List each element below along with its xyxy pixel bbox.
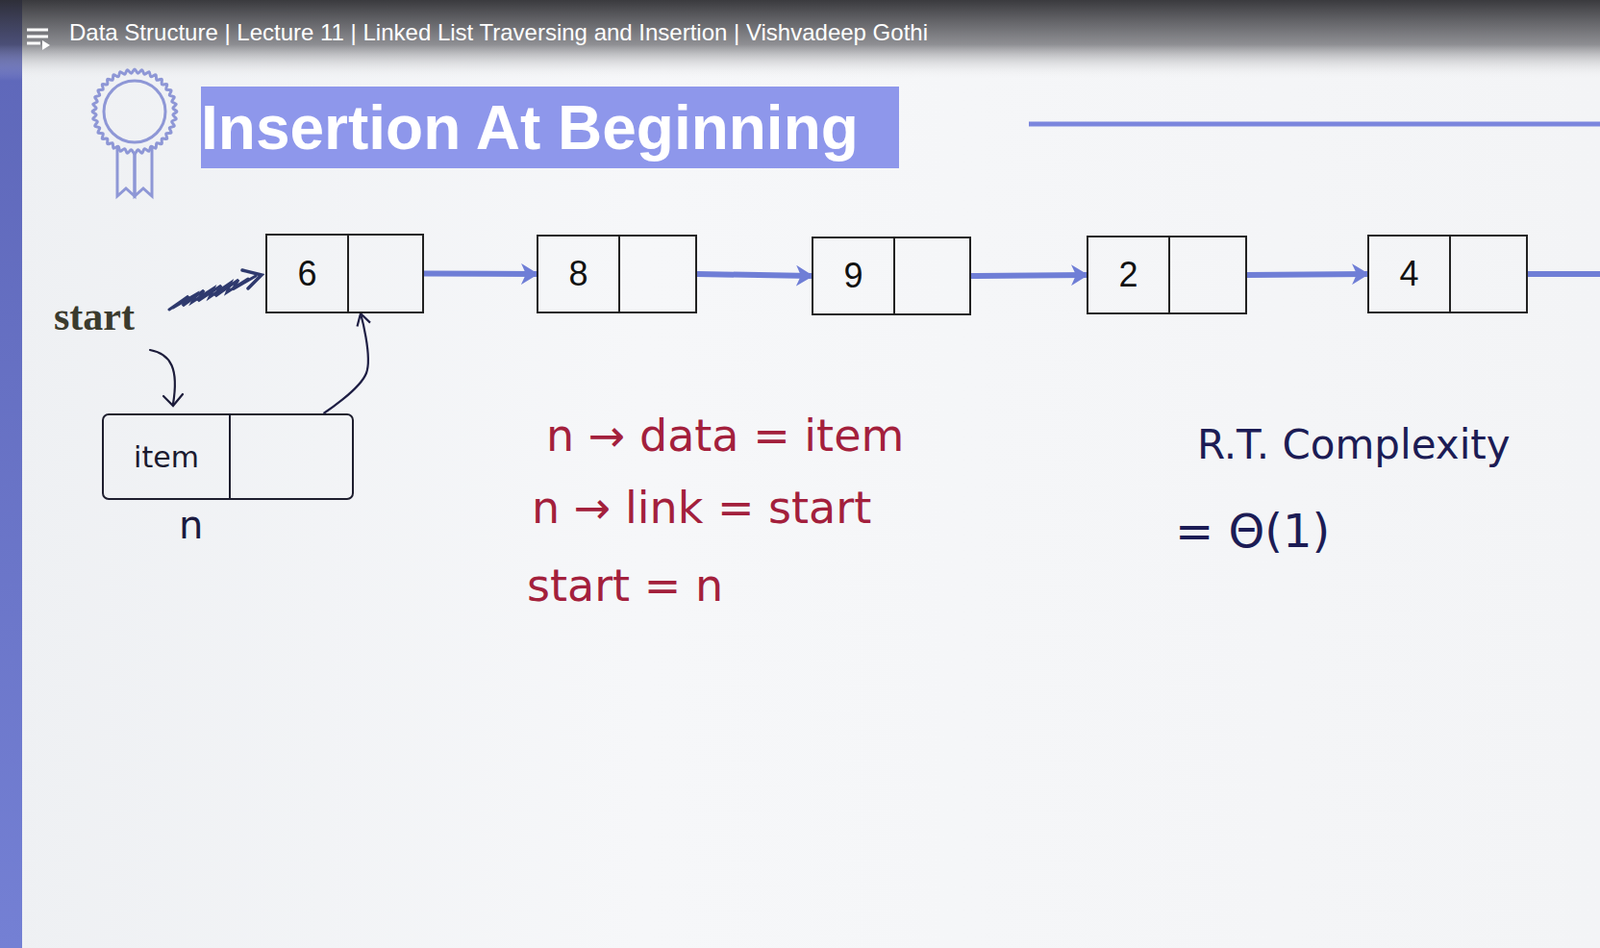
- code-line: n → data = item: [546, 409, 904, 462]
- data-cell: 9: [813, 238, 894, 314]
- data-cell: 2: [1088, 237, 1169, 313]
- heading-band: Insertion At Beginning: [200, 86, 900, 169]
- link-arrow: [1247, 274, 1368, 275]
- start-scribble-arrow: [169, 270, 262, 310]
- code-line: start = n: [526, 559, 724, 612]
- link-cell: [228, 415, 352, 499]
- node-name: n: [178, 502, 203, 548]
- node-value: 2: [1118, 254, 1138, 296]
- node-value: item: [133, 440, 200, 475]
- link-arrow: [971, 275, 1087, 276]
- link-cell: [1449, 236, 1526, 312]
- heading-rule: [1028, 122, 1600, 127]
- code-line: n → link = start: [531, 481, 872, 534]
- list-continuation-line: [1527, 271, 1600, 277]
- data-cell: 4: [1369, 236, 1450, 312]
- playlist-icon: [26, 29, 50, 50]
- link-cell: [893, 238, 970, 314]
- video-top-bar: [0, 0, 1600, 81]
- data-cell: 6: [267, 235, 348, 312]
- list-node: 8: [536, 234, 698, 314]
- node-value: 8: [568, 253, 588, 295]
- complexity-note: R.T. Complexity: [1197, 421, 1511, 469]
- link-cell: [347, 235, 423, 312]
- link-cell: [618, 236, 696, 312]
- data-cell: item: [103, 415, 229, 499]
- data-cell: 8: [538, 236, 619, 312]
- link-arrow: [424, 271, 537, 278]
- node-value: 9: [843, 255, 863, 297]
- start-hook-arrow: [150, 350, 183, 406]
- link-cell: [1168, 237, 1246, 313]
- list-node: 9: [811, 236, 972, 316]
- link-arrow: [697, 274, 812, 276]
- pointer-name: start: [53, 293, 135, 340]
- list-node: 4: [1367, 234, 1528, 314]
- new-link-arrow: [324, 313, 369, 414]
- ribbon-icon: [92, 69, 177, 197]
- complexity-value: = Θ(1): [1175, 503, 1330, 558]
- list-node: item: [101, 413, 354, 500]
- node-value: 4: [1399, 253, 1419, 295]
- list-node: 2: [1086, 235, 1248, 315]
- side-bar: [0, 0, 23, 948]
- video-title: Data Structure | Lecture 11 | Linked Lis…: [69, 19, 928, 47]
- list-node: 6: [265, 233, 425, 314]
- node-value: 6: [297, 253, 317, 295]
